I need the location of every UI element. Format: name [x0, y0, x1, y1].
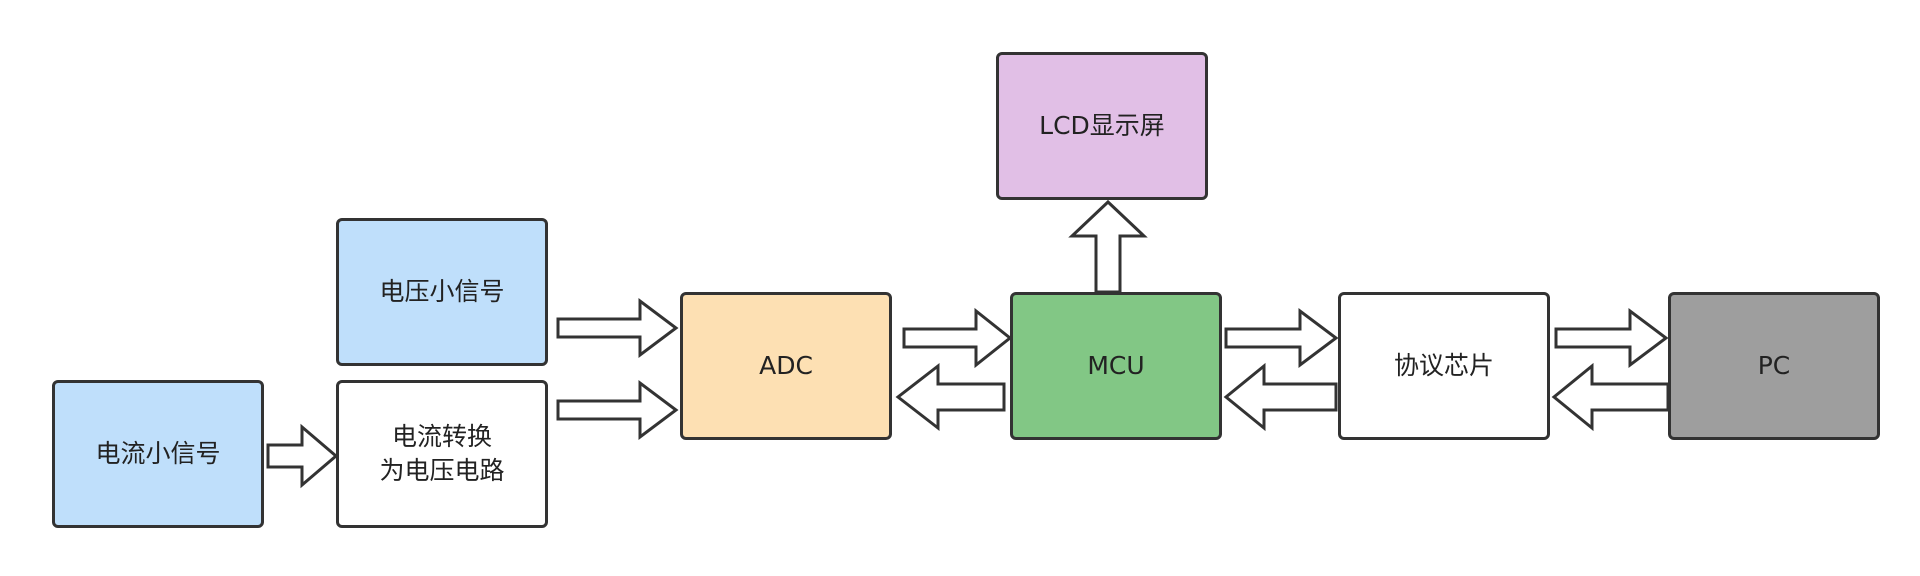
node-voltage-signal: 电压小信号 — [336, 218, 548, 366]
node-converter-label: 电流转换 为电压电路 — [379, 422, 505, 485]
arrow-mcu-to-protocol — [1224, 308, 1339, 368]
node-protocol-chip-label: 协议芯片 — [1393, 351, 1494, 380]
node-converter: 电流转换 为电压电路 — [336, 380, 548, 528]
node-pc: PC — [1668, 292, 1880, 440]
node-lcd-label: LCD显示屏 — [1039, 111, 1165, 140]
node-pc-label: PC — [1757, 351, 1791, 380]
node-mcu-label: MCU — [1087, 351, 1145, 380]
arrow-mcu-to-adc — [895, 362, 1006, 432]
arrow-protocol-to-pc — [1554, 308, 1669, 368]
node-voltage-signal-label: 电压小信号 — [379, 277, 505, 306]
arrow-mcu-to-lcd — [1068, 199, 1148, 294]
node-adc-label: ADC — [759, 351, 813, 380]
arrow-current-to-converter — [266, 423, 339, 489]
node-protocol-chip: 协议芯片 — [1338, 292, 1550, 440]
node-lcd: LCD显示屏 — [996, 52, 1208, 200]
node-current-signal-label: 电流小信号 — [95, 439, 221, 468]
arrow-voltage-to-adc — [556, 298, 679, 358]
arrow-protocol-to-mcu — [1223, 362, 1338, 432]
node-current-signal: 电流小信号 — [52, 380, 264, 528]
arrow-converter-to-adc — [556, 380, 679, 440]
arrow-adc-to-mcu — [902, 307, 1013, 369]
arrow-pc-to-protocol — [1551, 362, 1670, 432]
node-mcu: MCU — [1010, 292, 1222, 440]
node-adc: ADC — [680, 292, 892, 440]
